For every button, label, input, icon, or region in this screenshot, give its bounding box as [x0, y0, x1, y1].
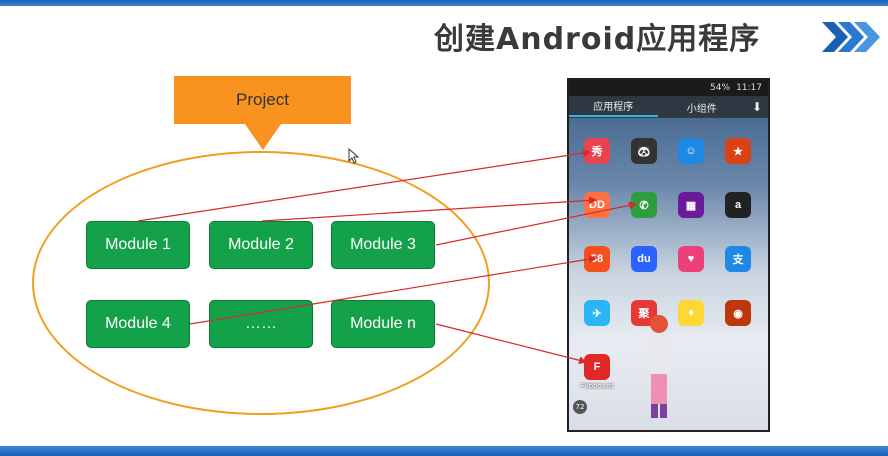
- app-alipay-app[interactable]: 支: [716, 234, 760, 288]
- top-accent-bar: [0, 0, 888, 6]
- project-box: Project: [174, 76, 351, 124]
- app-music-app[interactable]: ◉: [716, 288, 760, 342]
- app-58-app[interactable]: 58: [575, 234, 619, 288]
- status-time: 11:17: [736, 83, 762, 93]
- baidu-app-icon: du: [631, 246, 657, 272]
- app-game-app[interactable]: ★: [716, 126, 760, 180]
- app-panda-app[interactable]: 🐼: [622, 126, 666, 180]
- phone-status-bar: 54% 11:17: [569, 80, 768, 96]
- bird-app-icon: ✈: [584, 300, 610, 326]
- app-amazon-app[interactable]: a: [716, 180, 760, 234]
- module-box-4: Module 4: [86, 300, 190, 348]
- app-red-circle-app[interactable]: 秀: [575, 126, 619, 180]
- notification-badge: 72: [573, 400, 587, 414]
- pink-app-icon: ♥: [678, 246, 704, 272]
- project-down-arrow: [245, 124, 281, 150]
- app-blue-chat-app[interactable]: ☺: [669, 126, 713, 180]
- app-puzzle-app[interactable]: ▦: [669, 180, 713, 234]
- slide-title: 创建Android应用程序: [434, 22, 761, 57]
- module-box-2: Module 2: [209, 221, 313, 269]
- download-icon[interactable]: ⬇: [751, 100, 763, 114]
- chevron-right-icon: [822, 22, 880, 52]
- red-circle-app-icon: 秀: [584, 138, 610, 164]
- app-dd-app[interactable]: DD: [575, 180, 619, 234]
- panda-app-icon: 🐼: [631, 138, 657, 164]
- project-ellipse: [32, 151, 490, 415]
- app-flipboard-app[interactable]: F Flipboard: [575, 342, 619, 396]
- tab-widgets[interactable]: 小组件: [686, 103, 717, 115]
- child-figure-image: [648, 315, 670, 418]
- app-bulb-app[interactable]: ♦: [669, 288, 713, 342]
- bottom-accent-bar: [0, 446, 888, 456]
- phone-app-icon: ✆: [631, 192, 657, 218]
- app-bird-app[interactable]: ✈: [575, 288, 619, 342]
- mouse-cursor-icon: [348, 148, 360, 164]
- dd-app-icon: DD: [584, 192, 610, 218]
- tab-apps[interactable]: 应用程序: [569, 98, 658, 117]
- bulb-app-icon: ♦: [678, 300, 704, 326]
- flipboard-app-icon: F: [584, 354, 610, 380]
- 58-app-icon: 58: [584, 246, 610, 272]
- module-box-n: Module n: [331, 300, 435, 348]
- app-pink-app[interactable]: ♥: [669, 234, 713, 288]
- game-app-icon: ★: [725, 138, 751, 164]
- blue-chat-app-icon: ☺: [678, 138, 704, 164]
- app-phone-app[interactable]: ✆: [622, 180, 666, 234]
- app-label: Flipboard: [580, 382, 614, 390]
- phone-tabs: 应用程序 小组件 ⬇: [569, 96, 768, 118]
- module-box-3: Module 3: [331, 221, 435, 269]
- module-box-1: Module 1: [86, 221, 190, 269]
- amazon-app-icon: a: [725, 192, 751, 218]
- alipay-app-icon: 支: [725, 246, 751, 272]
- battery-percent: 54%: [710, 83, 731, 93]
- app-baidu-app[interactable]: du: [622, 234, 666, 288]
- music-app-icon: ◉: [725, 300, 751, 326]
- module-box-ellipsis: ……: [209, 300, 313, 348]
- puzzle-app-icon: ▦: [678, 192, 704, 218]
